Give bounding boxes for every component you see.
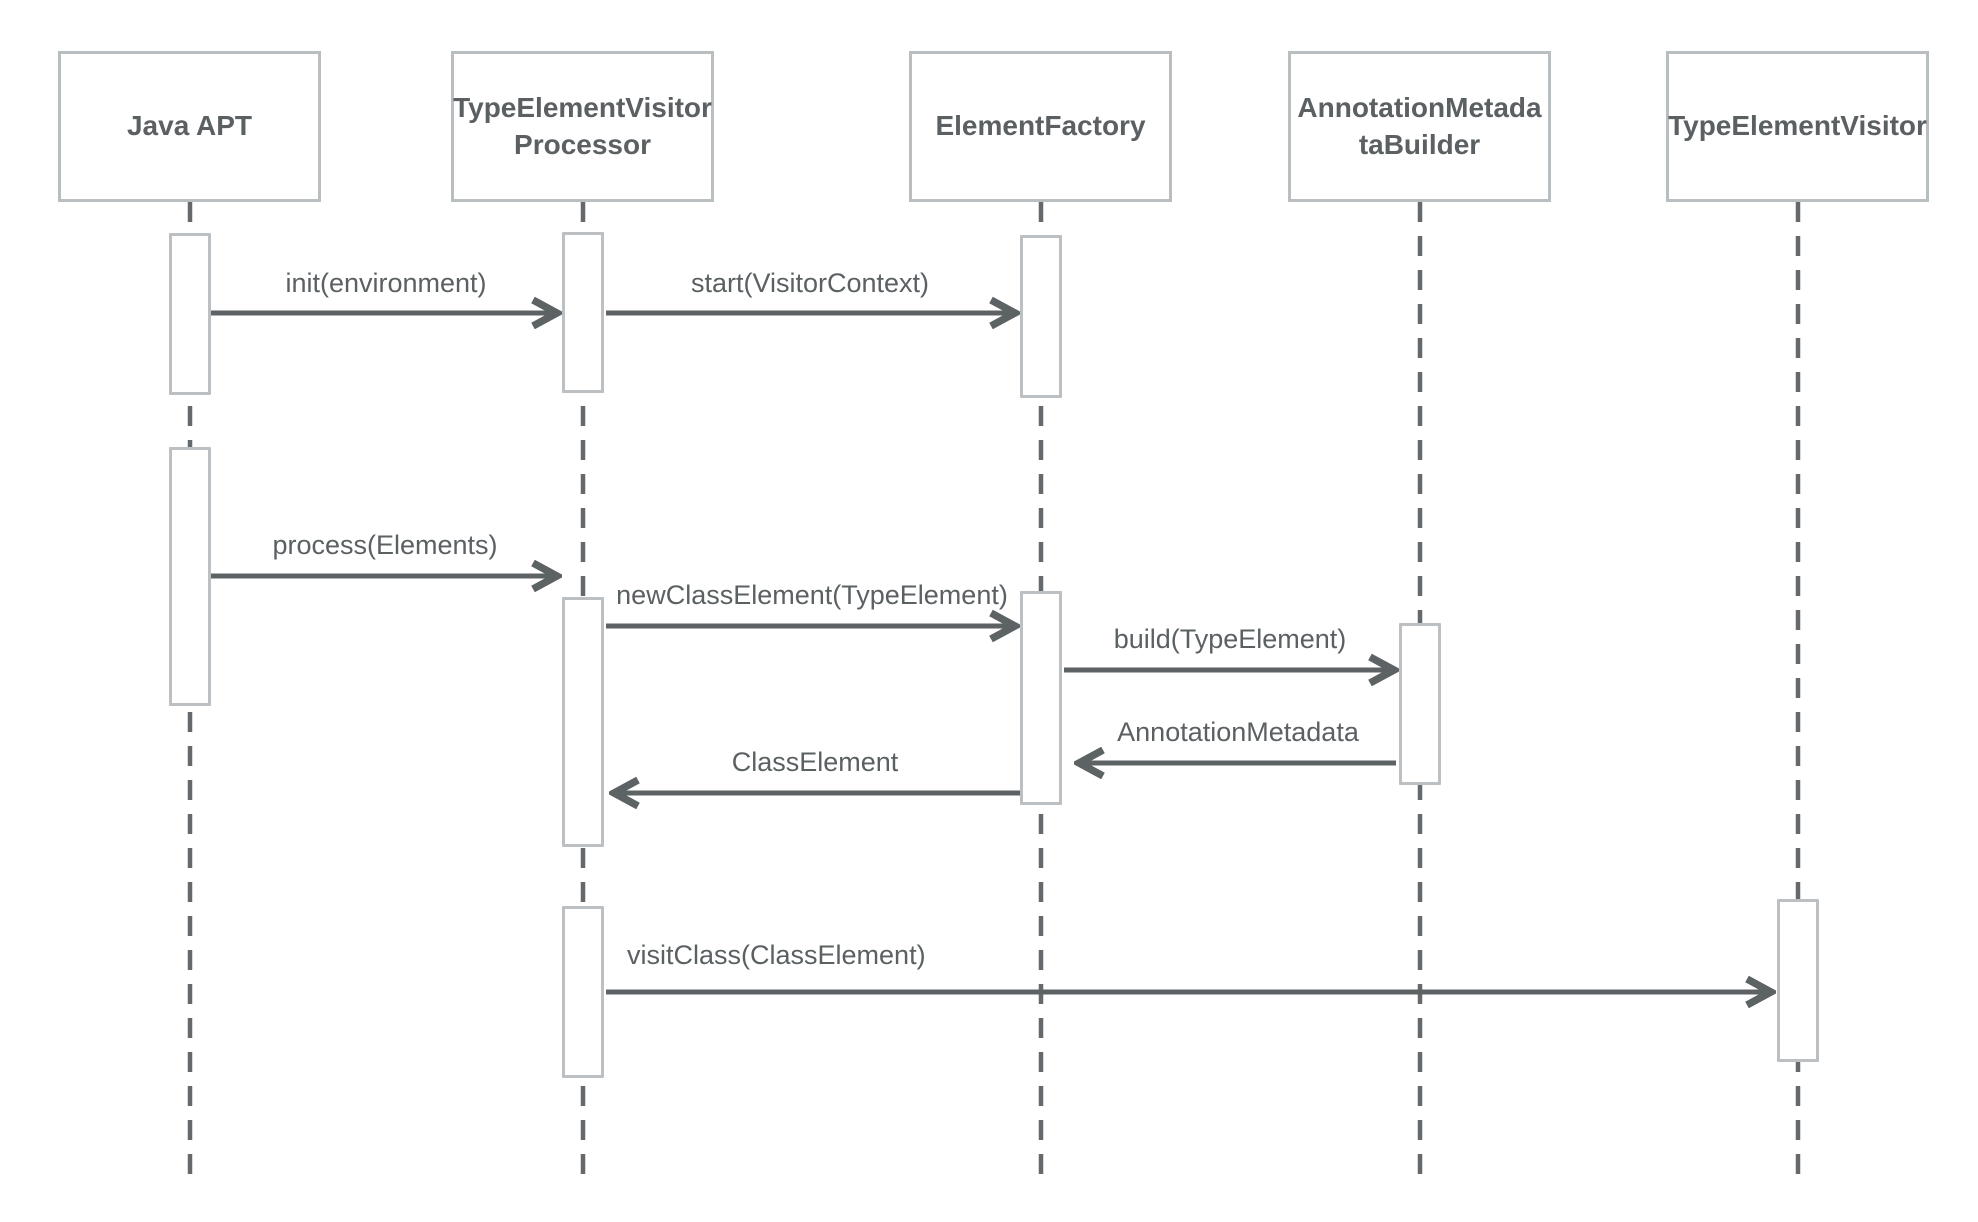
activation-processor-3 — [562, 906, 604, 1078]
participant-label: Java APT — [126, 110, 253, 142]
activation-type-element-visitor — [1777, 899, 1819, 1062]
message-label-process-elements: process(Elements) — [272, 530, 498, 560]
message-label-visit-class: visitClass(ClassElement) — [627, 940, 926, 970]
activation-processor-1 — [562, 232, 604, 393]
participant-box-element-factory: ElementFactory — [909, 51, 1172, 202]
message-label-build-type-element: build(TypeElement) — [1113, 624, 1347, 654]
participant-label: ElementFactory — [935, 110, 1146, 142]
participant-box-type-element-visitor: TypeElementVisitor — [1666, 51, 1929, 202]
participant-label: TypeElementVisitor Processor — [453, 91, 712, 160]
activation-java-apt-2 — [169, 447, 211, 706]
activation-annotation-metadata-builder — [1399, 623, 1441, 785]
message-label-class-element: ClassElement — [731, 747, 899, 777]
activation-processor-2 — [562, 597, 604, 847]
participant-box-type-element-visitor-processor: TypeElementVisitor Processor — [451, 51, 714, 202]
activation-java-apt-1 — [169, 233, 211, 395]
activation-element-factory-2 — [1020, 591, 1062, 805]
participant-label: AnnotationMetada taBuilder — [1297, 91, 1542, 160]
activation-element-factory-1 — [1020, 235, 1062, 398]
message-label-start-visitor-context: start(VisitorContext) — [690, 268, 930, 298]
message-label-new-class-element: newClassElement(TypeElement) — [616, 580, 1008, 610]
message-label-annotation-metadata: AnnotationMetadata — [1117, 717, 1359, 747]
message-label-init-environment: init(environment) — [285, 268, 487, 298]
participant-box-annotation-metadata-builder: AnnotationMetada taBuilder — [1288, 51, 1551, 202]
participant-box-java-apt: Java APT — [58, 51, 321, 202]
participant-label: TypeElementVisitor — [1668, 110, 1927, 142]
